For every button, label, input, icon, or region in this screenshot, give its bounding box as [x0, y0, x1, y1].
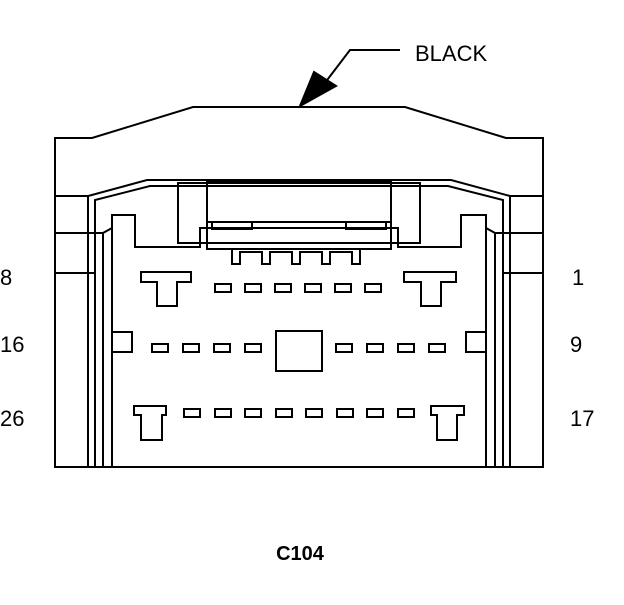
pin-label-row2-right: 9 — [570, 332, 582, 357]
connector-housing — [54, 106, 544, 468]
key-row3-left — [133, 405, 167, 441]
contact-row2 — [366, 343, 384, 353]
pin-label-row1-right: 1 — [572, 265, 584, 290]
key-row1-left — [140, 271, 192, 307]
pin-label-row2-left: 16 — [0, 332, 24, 357]
contact-row1 — [274, 283, 292, 293]
callout-leader — [317, 49, 400, 93]
pin-label-row1-left: 8 — [0, 265, 12, 290]
contact-row2 — [397, 343, 415, 353]
contact-row2 — [244, 343, 262, 353]
contact-row1 — [214, 283, 232, 293]
pin-label-row3-right: 17 — [570, 406, 594, 431]
contact-row2 — [151, 343, 169, 353]
callout-arrowhead — [297, 70, 338, 109]
center-polarizer — [275, 330, 323, 372]
contact-row3 — [275, 408, 293, 418]
contact-row1 — [244, 283, 262, 293]
contact-cavity — [111, 214, 487, 467]
contact-row3 — [305, 408, 323, 418]
contact-row3 — [366, 408, 384, 418]
latch-body — [206, 180, 392, 250]
inner-wall-right — [485, 227, 496, 467]
connector-id-caption: C104 — [276, 543, 325, 565]
contact-row3 — [183, 408, 201, 418]
inner-shroud-inner — [94, 185, 504, 467]
contact-row1 — [364, 283, 382, 293]
contact-row1 — [304, 283, 322, 293]
key-row3-right — [430, 405, 465, 441]
contact-row2 — [428, 343, 446, 353]
contact-row3 — [397, 408, 415, 418]
inner-wall-left — [102, 227, 113, 467]
pin-label-row3-left: 26 — [0, 406, 24, 431]
contact-row2 — [335, 343, 353, 353]
contact-row2 — [213, 343, 231, 353]
key-row1-right — [403, 271, 457, 307]
contact-row3 — [244, 408, 262, 418]
contact-row1 — [334, 283, 352, 293]
contact-row3 — [214, 408, 232, 418]
color-label: BLACK — [415, 41, 487, 66]
latch-frame — [177, 182, 421, 244]
latch-teeth — [231, 249, 361, 265]
contact-row3 — [336, 408, 354, 418]
contact-row2 — [182, 343, 200, 353]
inner-shroud-outer — [87, 179, 511, 467]
